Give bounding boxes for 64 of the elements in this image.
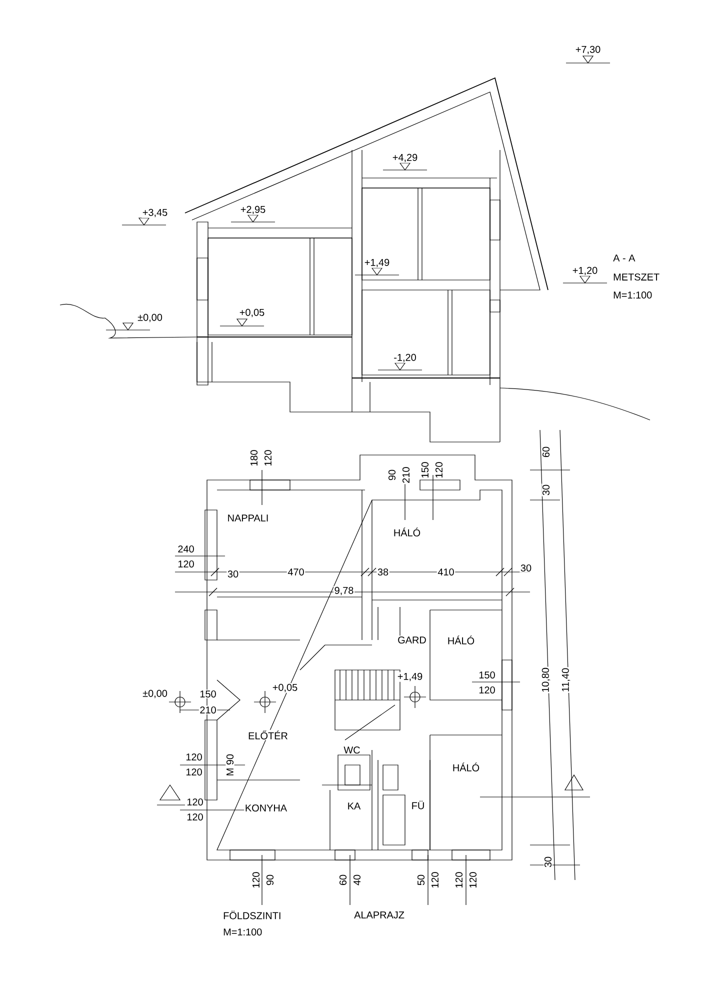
door-size: 150 (198, 690, 218, 698)
window-size: 120 (184, 768, 204, 776)
door-size: 90 (388, 468, 396, 482)
room-label: HÁLÓ (392, 526, 422, 538)
window-size: 120 (252, 870, 260, 890)
level-mark: +1,20 (572, 266, 598, 276)
dimension-text: 470 (286, 568, 306, 576)
dimension-text: 30 (544, 856, 552, 868)
room-label: HÁLÓ (452, 762, 480, 772)
window-size: 50 (416, 874, 426, 886)
level-mark: ±0,00 (136, 313, 164, 323)
level-mark: +1,49 (396, 672, 424, 682)
dimension-text: 30 (520, 564, 532, 572)
level-mark: +2,95 (240, 205, 266, 215)
room-label: WC (342, 746, 362, 754)
window-size: M 90 (226, 753, 234, 777)
room-label: HÁLÓ (446, 634, 476, 646)
window-size: 240 (176, 544, 196, 554)
window-size: 120 (478, 686, 496, 694)
plan-title: ALAPRAJZ (353, 910, 406, 920)
scale-note: M=1:100 (222, 928, 263, 936)
room-label: GARD (396, 636, 428, 644)
door-size: 210 (198, 706, 218, 714)
window-size: 120 (454, 870, 464, 890)
level-mark: +3,45 (142, 208, 168, 218)
room-label: NAPPALI (226, 514, 270, 522)
window-size: 120 (184, 752, 204, 762)
level-mark: +1,49 (364, 258, 390, 268)
dimension-text: 9,78 (334, 586, 354, 596)
window-size: 40 (352, 874, 362, 886)
window-size: 150 (478, 670, 496, 680)
window-size: 150 (420, 460, 430, 480)
level-mark: -1,20 (392, 353, 418, 363)
room-label: FÜ (410, 800, 426, 810)
window-size: 120 (434, 460, 444, 480)
window-size: 120 (430, 870, 440, 890)
dimension-text: 60 (542, 446, 550, 458)
level-mark: +0,05 (272, 683, 298, 693)
level-mark: ±0,00 (142, 689, 168, 699)
door-size: 210 (402, 466, 410, 484)
window-size: 120 (468, 870, 478, 890)
room-label: ELŐTÉR (247, 730, 289, 740)
window-size: 180 (250, 448, 258, 468)
level-mark: +4,29 (392, 153, 418, 163)
window-size: 90 (266, 874, 274, 886)
window-size: 120 (264, 448, 272, 468)
window-size: 120 (176, 560, 196, 568)
window-size: 60 (338, 874, 348, 886)
room-label: KA (346, 802, 362, 810)
scale-note: M=1:100 (612, 290, 653, 300)
window-size: 120 (186, 812, 204, 822)
dimension-text: 30 (226, 570, 240, 578)
section-title: A - A (612, 254, 636, 262)
section-title: METSZET (612, 272, 660, 282)
level-mark: +7,30 (574, 45, 602, 55)
dimension-text: 38 (376, 568, 390, 576)
room-label: KONYHA (244, 804, 288, 812)
dimension-text: 11,40 (561, 667, 571, 693)
dimension-text: 410 (436, 568, 456, 576)
dimension-text: 10,80 (541, 666, 551, 694)
level-mark: +0,05 (238, 308, 266, 318)
plan-title: FÖLDSZINTI (222, 910, 282, 920)
window-size: 120 (186, 798, 204, 806)
dimension-text: 30 (542, 484, 550, 496)
